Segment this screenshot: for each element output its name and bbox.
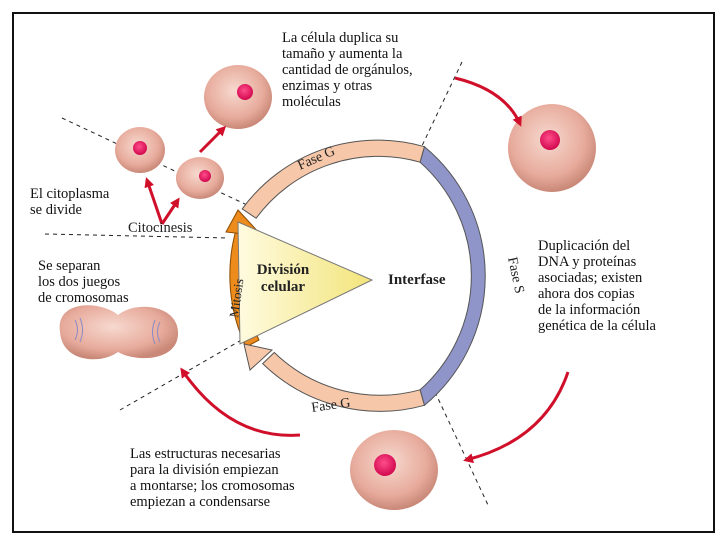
arrow-to-dividing-cell xyxy=(180,367,301,437)
cell-top-center xyxy=(204,65,272,129)
cell-small-right xyxy=(176,157,224,199)
annotation-top: La célula duplica su tamaño y aumenta la… xyxy=(282,30,413,110)
cell-dividing xyxy=(59,305,179,360)
cell-small-left xyxy=(115,127,165,173)
fase-g-arrowhead xyxy=(243,343,274,371)
divider-line-bottom-right xyxy=(434,391,489,506)
ring-fase-s xyxy=(419,145,486,407)
label-fase-s: Fase S xyxy=(504,256,526,295)
label-division-celular: División celular xyxy=(256,262,310,295)
arrow-to-top-right-cell xyxy=(454,76,522,127)
ring-fase-g-bottom xyxy=(261,351,426,412)
arrow-citocinesis-right xyxy=(160,197,180,225)
annotation-right: Duplicación del DNA y proteínas asociada… xyxy=(538,238,656,334)
division-wedge xyxy=(237,221,374,345)
label-interfase: Interfase xyxy=(388,272,446,288)
label-fase-g-bottom: Fase G xyxy=(310,396,351,416)
arrow-citocinesis-up xyxy=(144,177,164,225)
divider-line-top-left xyxy=(61,117,263,213)
cell-top-right xyxy=(508,104,596,192)
label-citocinesis: Citocinesis xyxy=(128,220,193,236)
annotation-left-mid: Se separan los dos juegos de cromosomas xyxy=(38,258,129,306)
divider-line-top-right xyxy=(419,61,463,151)
annotation-bottom: Las estructuras necesarias para la divis… xyxy=(130,446,295,510)
arrow-to-bottom-cell xyxy=(463,371,570,464)
annotation-left-top: El citoplasma se divide xyxy=(30,186,110,218)
arrow-to-top-center-cell xyxy=(198,125,227,154)
label-mitosis: Mitosis xyxy=(226,278,246,319)
divider-line-left xyxy=(44,233,229,239)
cell-bottom-right xyxy=(350,430,438,510)
